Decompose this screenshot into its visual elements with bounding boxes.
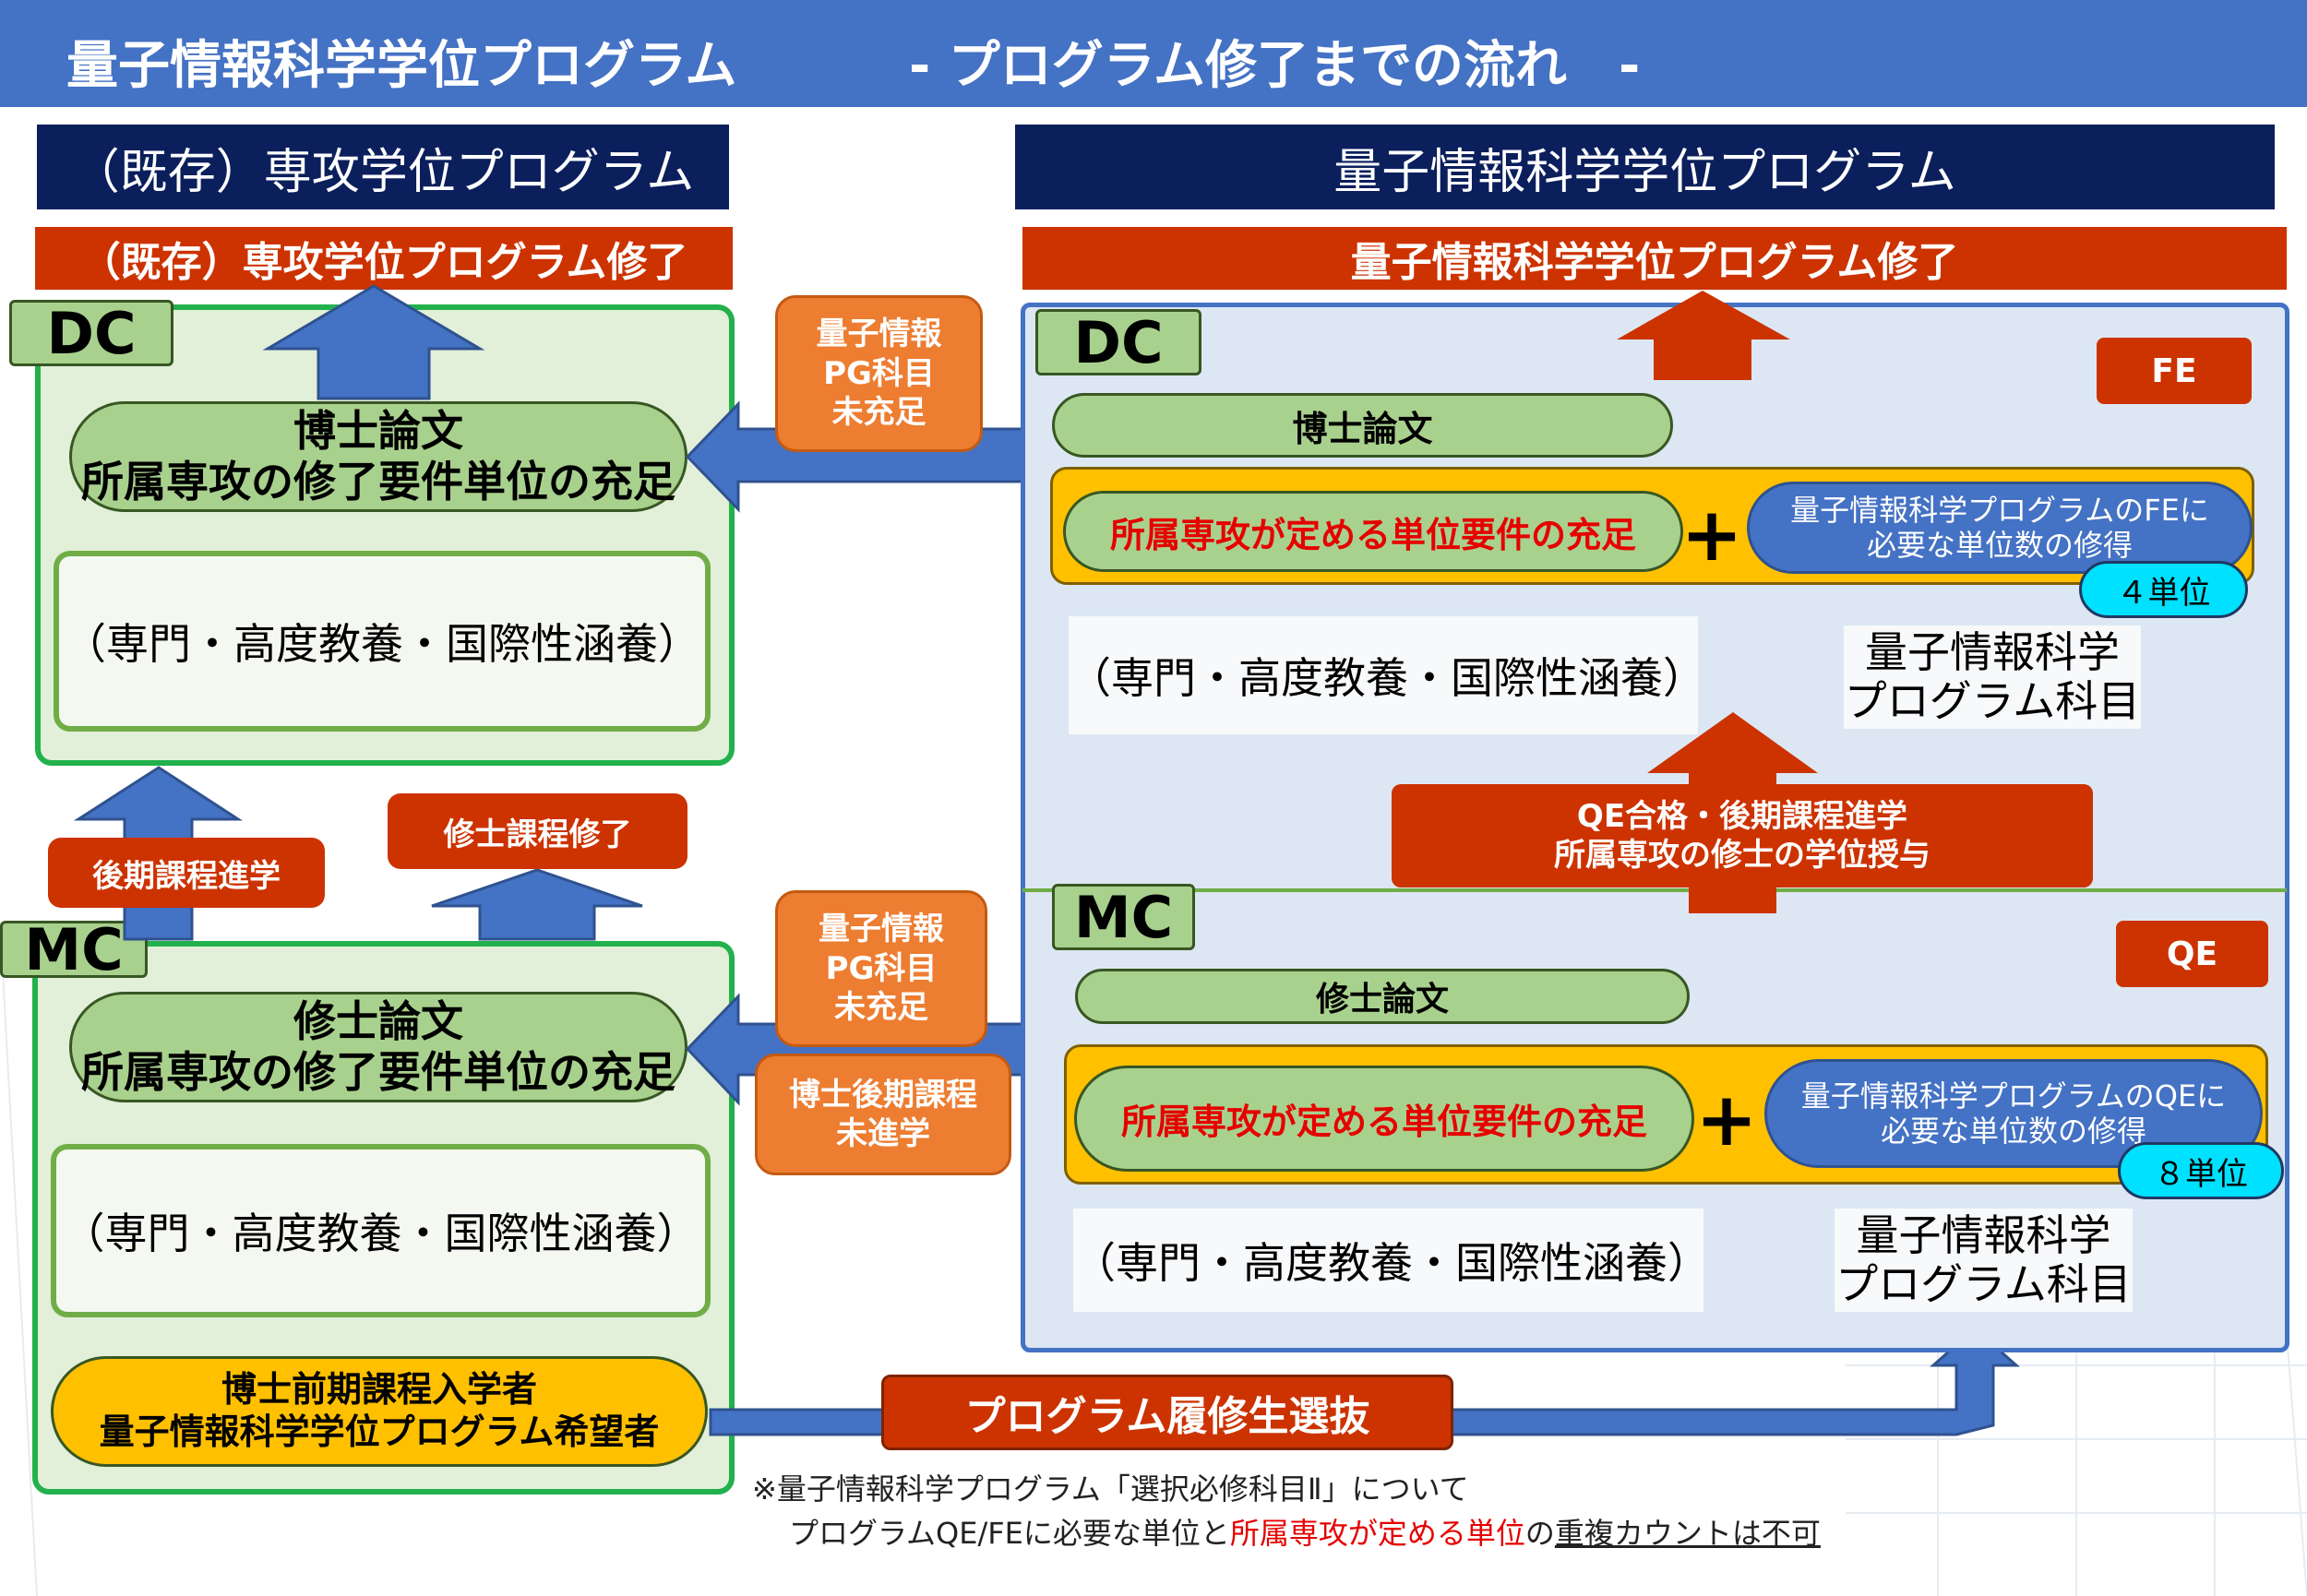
right-dc-plus: +: [1680, 491, 1743, 578]
note-line2-underline: 重複カウントは不可: [1554, 1516, 1821, 1551]
right-dc-quantum-course-line2: プログラム科目: [1844, 676, 2141, 726]
note: ※量子情報科学プログラム「選択必修科目Ⅱ」について プログラムQE/FEに必要な…: [752, 1467, 1952, 1555]
qe-pass-line1: QE合格・後期課程進学: [1576, 797, 1908, 835]
not-advanced-line2: 未進学: [836, 1115, 930, 1152]
left-dc-thesis-line2: 所属専攻の修了要件単位の充足: [81, 457, 675, 506]
left-dc-courses: （専門・高度教養・国際性涵養）: [54, 551, 711, 732]
dc-completion-arrow: [262, 284, 485, 400]
right-completion-banner: 量子情報科学学位プログラム修了: [1022, 227, 2287, 290]
right-mc-quantum-line1: 量子情報科学プログラムのQEに: [1800, 1078, 2227, 1114]
note-line2-red: 所属専攻が定める単位: [1229, 1516, 1525, 1551]
mc-completion-label: 修士課程修了: [388, 793, 687, 869]
left-mc-thesis-line2: 所属専攻の修了要件単位の充足: [81, 1047, 675, 1097]
right-dc-quantum: 量子情報科学プログラムのFEに 必要な単位数の修得: [1747, 482, 2253, 574]
dc-mc-divider: [1022, 888, 2287, 892]
right-dc-quantum-course-line1: 量子情報科学: [1865, 627, 2120, 678]
applicant-line2: 量子情報科学学位プログラム希望者: [99, 1411, 660, 1452]
page-subtitle: - プログラム修了までの流れ -: [909, 36, 1641, 96]
qe-pass-box: QE合格・後期課程進学 所属専攻の修士の学位授与: [1392, 784, 2093, 887]
header-bar: 量子情報科学学位プログラム - プログラム修了までの流れ -: [0, 0, 2307, 107]
left-dc-tag: DC: [9, 300, 173, 367]
left-program-title: （既存）専攻学位プログラム: [37, 125, 729, 209]
right-dc-quantum-line1: 量子情報科学プログラムのFEに: [1790, 492, 2209, 528]
page-title: 量子情報科学学位プログラム: [66, 36, 737, 96]
right-mc-quantum-course: 量子情報科学 プログラム科目: [1835, 1209, 2133, 1312]
mc-completion-arrow: [431, 868, 643, 941]
right-mc-tag: MC: [1052, 884, 1195, 951]
fe-badge: FE: [2097, 338, 2252, 404]
right-mc-req: 所属専攻が定める単位要件の充足: [1074, 1066, 1694, 1172]
left-mc-thesis-line1: 修士論文: [293, 995, 463, 1046]
mc-unmet-line2: PG科目: [825, 949, 938, 987]
selection-label: プログラム履修生選抜: [881, 1375, 1453, 1450]
right-dc-quantum-course: 量子情報科学 プログラム科目: [1844, 625, 2141, 729]
right-program-title: 量子情報科学学位プログラム: [1015, 125, 2275, 209]
right-dc-req: 所属専攻が定める単位要件の充足: [1063, 491, 1683, 572]
dc-unmet-line1: 量子情報: [816, 316, 942, 353]
applicant-box: 博士前期課程入学者 量子情報科学学位プログラム希望者: [51, 1356, 708, 1467]
left-dc-thesis-line1: 博士論文: [293, 405, 463, 456]
dc-unmet-line2: PG科目: [823, 354, 935, 392]
dc-unmet-box: 量子情報 PG科目 未充足: [775, 295, 983, 452]
right-dc-thesis: 博士論文: [1052, 393, 1673, 458]
right-mc-units: ８単位: [2118, 1142, 2284, 1199]
right-dc-quantum-line2: 必要な単位数の修得: [1866, 528, 2133, 563]
right-completion-arrow: [1617, 291, 1790, 380]
left-mc-tag: MC: [0, 916, 148, 983]
right-mc-courses: （専門・高度教養・国際性涵養）: [1073, 1209, 1710, 1312]
right-dc-units: ４単位: [2079, 561, 2248, 618]
right-mc-plus: +: [1695, 1076, 1758, 1162]
right-mc-quantum-course-line2: プログラム科目: [1835, 1259, 2132, 1309]
qe-pass-line2: 所属専攻の修士の学位授与: [1554, 837, 1930, 874]
left-completion-banner: （既存）専攻学位プログラム修了: [35, 227, 733, 290]
right-mc-quantum-course-line1: 量子情報科学: [1856, 1210, 2111, 1261]
left-mc-courses: （専門・高度教養・国際性涵養）: [51, 1144, 711, 1317]
qe-badge: QE: [2116, 921, 2268, 987]
not-advanced-line1: 博士後期課程: [789, 1076, 977, 1114]
right-dc-courses: （専門・高度教養・国際性涵養）: [1069, 616, 1705, 734]
mc-unmet-box: 量子情報 PG科目 未充足: [775, 890, 987, 1047]
applicant-line1: 博士前期課程入学者: [221, 1369, 537, 1411]
left-dc-thesis: 博士論文 所属専攻の修了要件単位の充足: [69, 401, 687, 512]
right-dc-tag: DC: [1035, 309, 1201, 376]
note-line2-b: の: [1524, 1516, 1555, 1551]
not-advanced-box: 博士後期課程 未進学: [755, 1054, 1011, 1175]
note-line2-a: プログラムQE/FEに必要な単位と: [789, 1516, 1230, 1551]
mc-unmet-line1: 量子情報: [819, 911, 944, 948]
mc-unmet-line3: 未充足: [834, 989, 928, 1027]
note-line1: ※量子情報科学プログラム「選択必修科目Ⅱ」について: [752, 1471, 1469, 1507]
note-line2: プログラムQE/FEに必要な単位と所属専攻が定める単位の重複カウントは不可: [752, 1511, 1952, 1555]
right-mc-thesis: 修士論文: [1075, 969, 1690, 1024]
left-mc-thesis: 修士論文 所属専攻の修了要件単位の充足: [69, 992, 687, 1102]
advance-label: 後期課程進学: [48, 838, 325, 908]
dc-unmet-line3: 未充足: [831, 394, 926, 432]
right-mc-quantum-line2: 必要な単位数の修得: [1880, 1114, 2146, 1149]
